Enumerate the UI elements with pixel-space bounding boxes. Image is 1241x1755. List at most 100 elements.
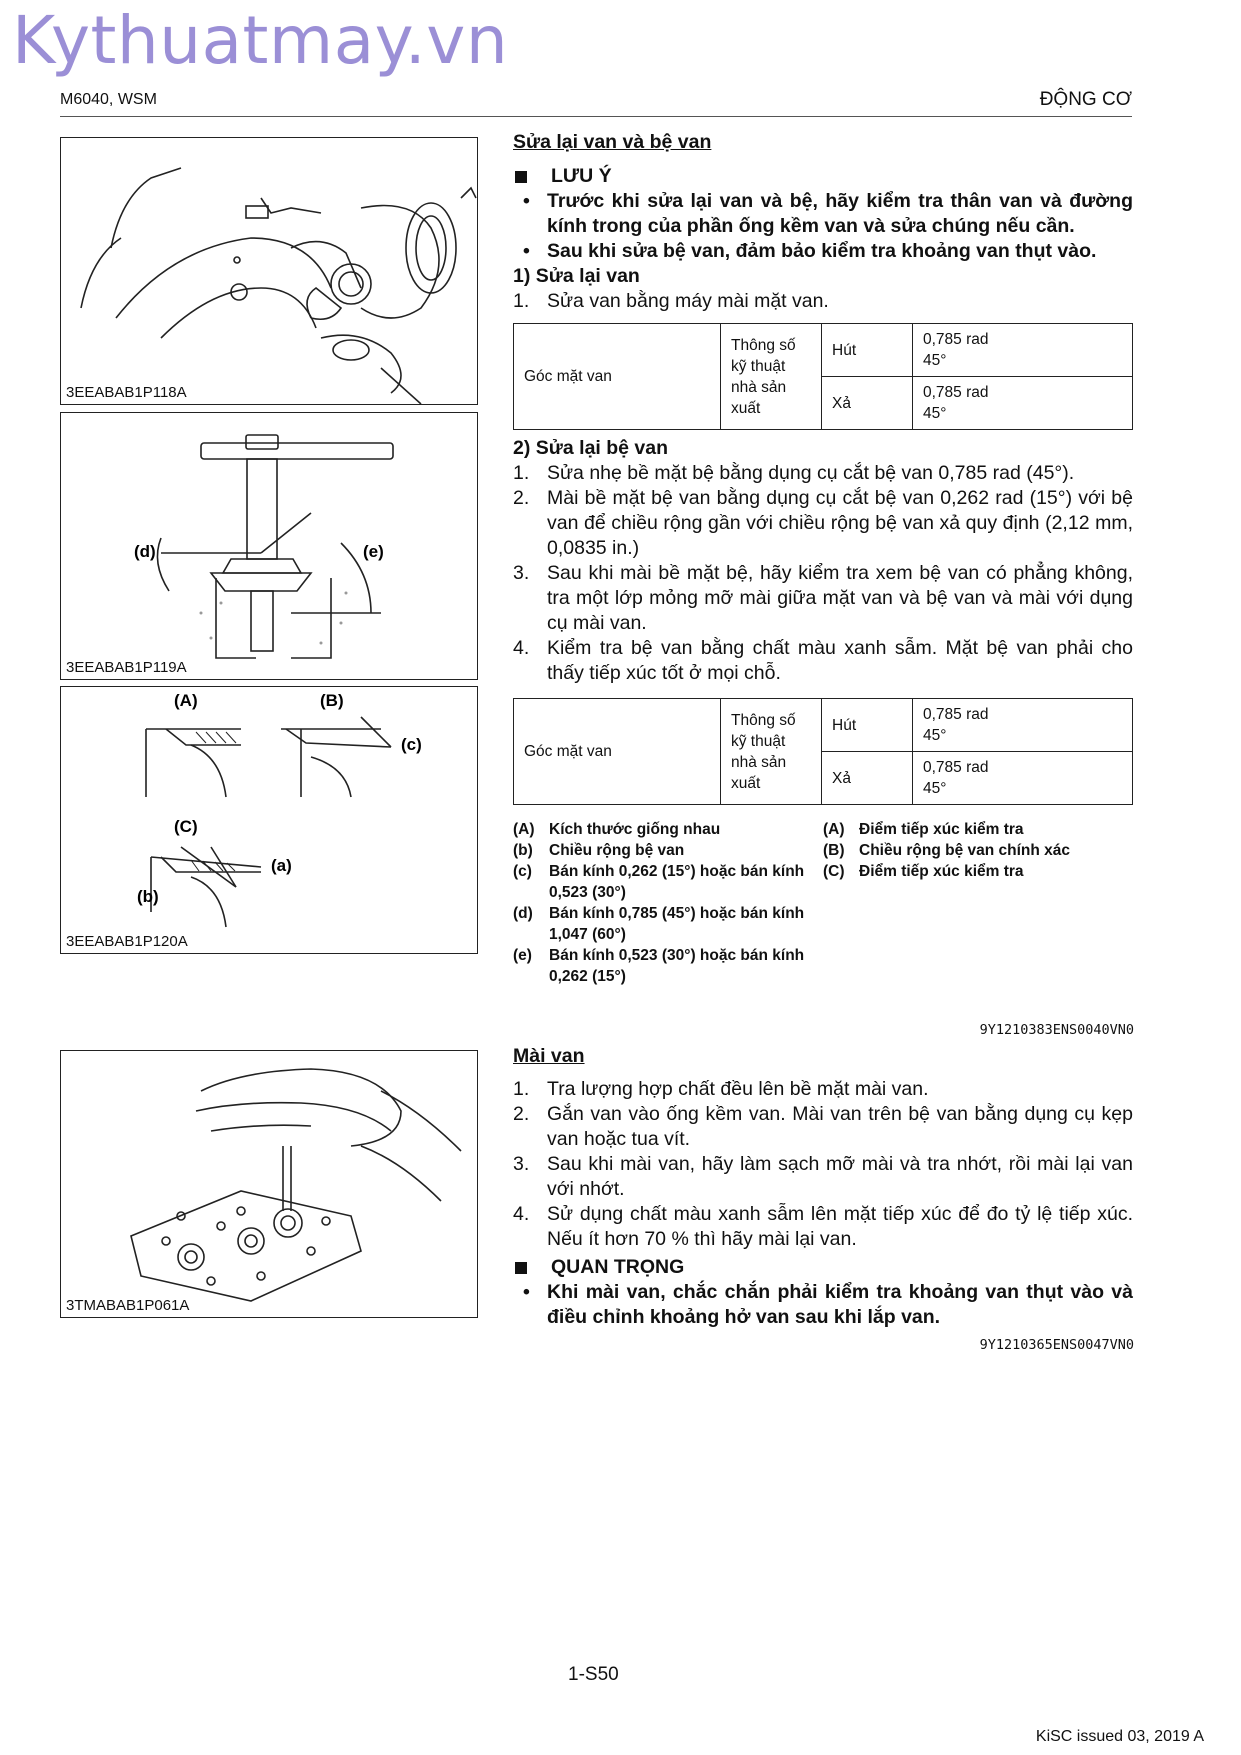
header-divider	[60, 116, 1132, 117]
important-bullet: • Khi mài van, chắc chắn phải kiểm tra k…	[513, 1280, 1133, 1330]
subheading: 1) Sửa lại van	[513, 265, 640, 287]
important-text: Khi mài van, chắc chắn phải kiểm tra kho…	[547, 1281, 1133, 1328]
section-title: Mài van	[513, 1045, 585, 1067]
step-item: 2. Mài bề mặt bệ van bằng dụng cụ cắt bệ…	[513, 486, 1133, 561]
valve-lapping-drawing	[130, 1068, 462, 1302]
contact-check-drawing: (A) (B) (c) (C) (a) (b)	[137, 691, 422, 928]
footer-issue: KiSC issued 03, 2019 A	[1035, 1728, 1204, 1745]
step-number: 3.	[513, 1153, 530, 1175]
subheading: 2) Sửa lại bệ van	[513, 437, 669, 459]
note-text: Sau khi sửa bệ van, đảm bảo kiểm tra kho…	[547, 240, 1097, 262]
label-c: (c)	[401, 735, 422, 754]
value-rad: 0,785 rad	[923, 706, 989, 723]
legend-item: (e) Bán kính 0,523 (30°) hoặc bán kính 0,…	[513, 945, 823, 987]
bullet-dot-icon: •	[523, 240, 530, 262]
legend-key: (C)	[823, 863, 845, 880]
label-C: (C)	[174, 817, 198, 836]
legend-key: (A)	[513, 821, 535, 838]
spec-label: Góc mặt van	[513, 698, 721, 805]
section-code: 9Y1210365ENS0047VN0	[979, 1337, 1134, 1353]
label-a: (a)	[271, 856, 292, 875]
label-b: (b)	[137, 887, 159, 906]
step-item: 4. Kiểm tra bệ van bằng chất màu xanh sẫ…	[513, 636, 1133, 686]
spec-table: Góc mặt van Thông số kỹ thuật nhà sản xu…	[513, 698, 1133, 805]
spec-type: Thông số kỹ thuật nhà sản xuất	[720, 698, 822, 805]
value-deg: 45°	[923, 352, 947, 369]
valve-grinder-drawing	[80, 167, 477, 404]
note-text: Trước khi sửa lại van và bệ, hãy kiểm tr…	[547, 190, 1133, 237]
legend-item: (C) Điểm tiếp xúc kiểm tra	[823, 861, 1133, 882]
step-text: Sử dụng chất màu xanh sẫm lên mặt tiếp x…	[547, 1203, 1133, 1250]
legend-text: Bán kính 0,262 (15°) hoặc bán kính 0,523…	[549, 863, 805, 901]
legend-text: Chiều rộng bệ van	[549, 842, 685, 859]
important-heading: QUAN TRỌNG	[513, 1255, 1133, 1280]
figure-caption: 3EEABAB1P118A	[66, 384, 187, 401]
spec-row-value: 0,785 rad 45°	[912, 376, 1133, 430]
watermark-logo: Kythuatmay.vn	[12, 2, 509, 79]
step-text: Tra lượng hợp chất đều lên bề mặt mài va…	[547, 1078, 929, 1100]
legend-key: (d)	[513, 905, 533, 922]
legend-left: (A) Kích thước giống nhau (b)Chiều rộng b…	[513, 819, 823, 987]
section-valve-lapping: Mài van 1. Tra lượng hợp chất đều lên bề…	[513, 1044, 1133, 1330]
figure-valve-grinder: 3EEABAB1P118A	[60, 137, 478, 405]
spec-row-name: Xả	[821, 376, 913, 430]
legend-text: Kích thước giống nhau	[549, 821, 721, 838]
label-B: (B)	[320, 691, 344, 710]
figure-legend: (A) Kích thước giống nhau (b)Chiều rộng b…	[513, 819, 1133, 987]
value-rad: 0,785 rad	[923, 759, 989, 776]
step-item: 2. Gắn van vào ống kềm van. Mài van trên…	[513, 1102, 1133, 1152]
spec-row-value: 0,785 rad 45°	[912, 698, 1133, 752]
note-bullet: • Trước khi sửa lại van và bệ, hãy kiểm …	[513, 189, 1133, 239]
legend-text: Bán kính 0,785 (45°) hoặc bán kính 1,047…	[549, 905, 805, 943]
step-number: 4.	[513, 1203, 530, 1225]
spec-table: Góc mặt van Thông số kỹ thuật nhà sản xu…	[513, 323, 1133, 430]
step-number: 2.	[513, 1103, 530, 1125]
legend-text: Điểm tiếp xúc kiểm tra	[859, 821, 1024, 838]
step-item: 3. Sau khi mài van, hãy làm sạch mỡ mài …	[513, 1152, 1133, 1202]
figure-contact-check: (A) (B) (c) (C) (a) (b) 3EEABAB1P120A	[60, 686, 478, 954]
step-item: 1. Tra lượng hợp chất đều lên bề mặt mài…	[513, 1077, 1133, 1102]
step-number: 1.	[513, 1078, 530, 1100]
step-number: 1.	[513, 462, 530, 484]
section-title: Sửa lại van và bệ van	[513, 131, 712, 153]
legend-item: (B)Chiều rộng bệ van chính xác	[823, 840, 1133, 861]
value-rad: 0,785 rad	[923, 331, 989, 348]
important-label: QUAN TRỌNG	[551, 1256, 685, 1278]
spec-row-name: Hút	[821, 698, 913, 752]
bullet-dot-icon: •	[523, 1281, 530, 1303]
legend-item: (A) Kích thước giống nhau	[513, 819, 823, 840]
step-text: Sửa nhẹ bề mặt bệ bằng dụng cụ cắt bệ va…	[547, 462, 1075, 484]
step-item: 1. Sửa nhẹ bề mặt bệ bằng dụng cụ cắt bệ…	[513, 461, 1133, 486]
spec-type: Thông số kỹ thuật nhà sản xuất	[720, 323, 822, 430]
value-deg: 45°	[923, 727, 947, 744]
legend-text: Bán kính 0,523 (30°) hoặc bán kính 0,262…	[549, 947, 805, 985]
note-label: LƯU Ý	[551, 165, 612, 187]
label-e: (e)	[363, 542, 384, 561]
legend-text: Điểm tiếp xúc kiểm tra	[859, 863, 1024, 880]
step-number: 4.	[513, 637, 530, 659]
label-d: (d)	[134, 542, 156, 561]
header-section: ĐỘNG CƠ	[1039, 89, 1132, 110]
spec-row-name: Hút	[821, 323, 913, 377]
legend-text: Chiều rộng bệ van chính xác	[859, 842, 1071, 859]
legend-key: (A)	[823, 821, 845, 838]
figure-caption: 3EEABAB1P119A	[66, 659, 187, 676]
step-text: Mài bề mặt bệ van bằng dụng cụ cắt bệ va…	[547, 487, 1133, 559]
seat-cutter-drawing: (d) (e)	[134, 434, 394, 659]
legend-key: (e)	[513, 947, 532, 964]
legend-item: (d) Bán kính 0,785 (45°) hoặc bán kính 1,…	[513, 903, 823, 945]
legend-item: (b)Chiều rộng bệ van	[513, 840, 823, 861]
step-text: Sau khi mài van, hãy làm sạch mỡ mài và …	[547, 1153, 1133, 1200]
note-heading: LƯU Ý	[513, 164, 1133, 189]
spec-row-value: 0,785 rad 45°	[912, 323, 1133, 377]
figure-caption: 3TMABAB1P061A	[66, 1297, 190, 1314]
value-rad: 0,785 rad	[923, 384, 989, 401]
step-item: 4. Sử dụng chất màu xanh sẫm lên mặt tiế…	[513, 1202, 1133, 1252]
legend-item: (A) Điểm tiếp xúc kiểm tra	[823, 819, 1133, 840]
spec-label: Góc mặt van	[513, 323, 721, 430]
legend-key: (c)	[513, 863, 532, 880]
figure-caption: 3EEABAB1P120A	[66, 933, 188, 950]
spec-row-value: 0,785 rad 45°	[912, 751, 1133, 805]
square-bullet-icon	[515, 1261, 527, 1274]
label-A: (A)	[174, 691, 198, 710]
